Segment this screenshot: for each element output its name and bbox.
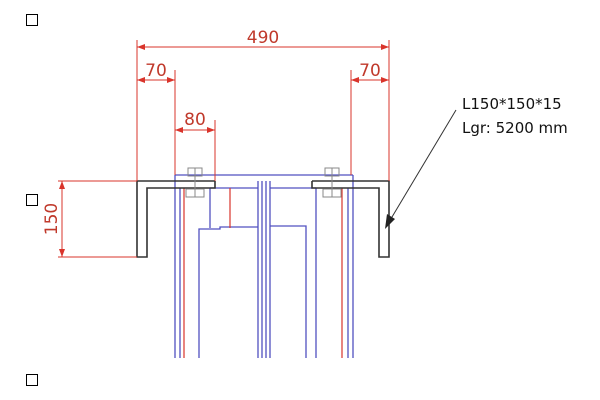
- dimension-lines: [58, 40, 390, 258]
- checkbox-3[interactable]: [26, 374, 38, 386]
- dimension-left-offset: 70: [145, 61, 167, 81]
- profile-label: L150*150*15: [462, 95, 562, 113]
- dimension-bolt-offset: 80: [184, 110, 206, 130]
- leader-arrow: [385, 109, 457, 229]
- bolts: [185, 167, 342, 198]
- checkbox-1[interactable]: [26, 14, 38, 26]
- structure-lines: [174, 174, 354, 358]
- dimension-height: 150: [42, 203, 62, 235]
- angle-profile-left: [136, 180, 216, 258]
- dimension-right-offset: 70: [359, 61, 381, 81]
- length-label: Lgr: 5200 mm: [462, 119, 568, 137]
- checkbox-2[interactable]: [26, 194, 38, 206]
- red-center-lines: [183, 188, 343, 358]
- dimension-total-width: 490: [247, 28, 279, 48]
- angle-profile-right: [311, 180, 390, 258]
